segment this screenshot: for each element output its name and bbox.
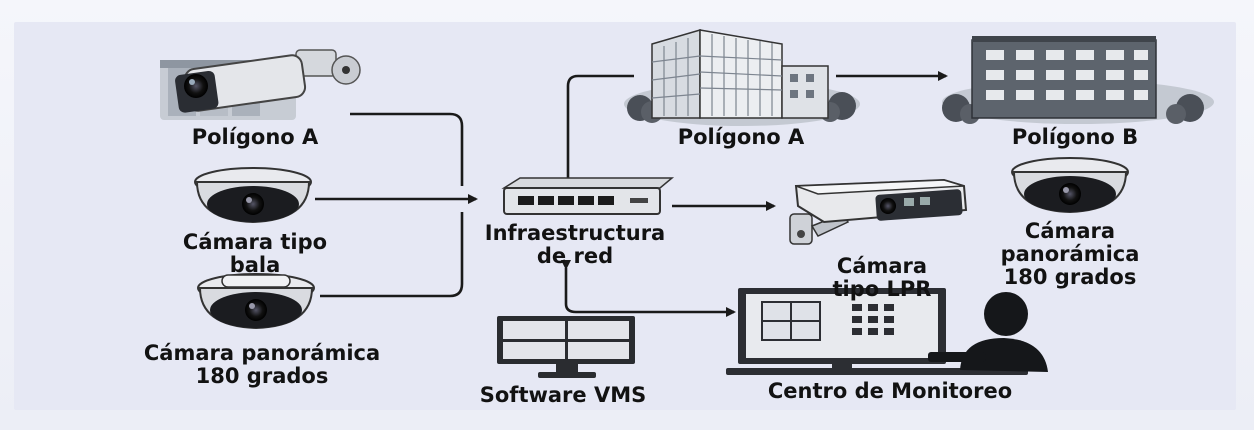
lpr-camera-icon bbox=[789, 178, 968, 245]
label-camara-pano-right: Cámara panorámica 180 grados bbox=[1000, 219, 1140, 289]
network-switch-icon bbox=[501, 177, 675, 215]
label-centro-monitoreo: Centro de Monitoreo bbox=[767, 379, 1013, 403]
label-poligono-a-top: Polígono A bbox=[677, 125, 805, 149]
office-building-icon bbox=[624, 29, 860, 126]
dome-camera-icon bbox=[197, 273, 315, 330]
dome-camera-icon bbox=[1011, 157, 1129, 214]
label-infraestructura: Infraestructura de red bbox=[484, 221, 666, 268]
connectors bbox=[315, 71, 948, 317]
dome-camera-icon bbox=[194, 167, 312, 224]
workstation-operator-icon bbox=[726, 288, 1048, 375]
apartment-building-icon bbox=[942, 36, 1214, 124]
edge-poligono-a-to-switch bbox=[350, 112, 464, 186]
label-camara-lpr: Cámara tipo LPR bbox=[832, 254, 932, 301]
label-camara-pano-left: Cámara panorámica 180 grados bbox=[143, 341, 381, 388]
bullet-camera-on-building-icon bbox=[160, 49, 361, 120]
edge-pano-to-switch bbox=[320, 212, 464, 298]
monitor-grid-icon bbox=[497, 316, 635, 378]
label-poligono-a-left: Polígono A bbox=[191, 125, 319, 149]
edge-switch-to-poligono-a-top bbox=[563, 74, 634, 192]
label-poligono-b: Polígono B bbox=[1011, 125, 1139, 149]
edge-switch-to-monitoreo bbox=[561, 260, 736, 317]
label-software-vms: Software VMS bbox=[479, 383, 647, 407]
label-camara-bala: Cámara tipo bala bbox=[182, 230, 328, 277]
